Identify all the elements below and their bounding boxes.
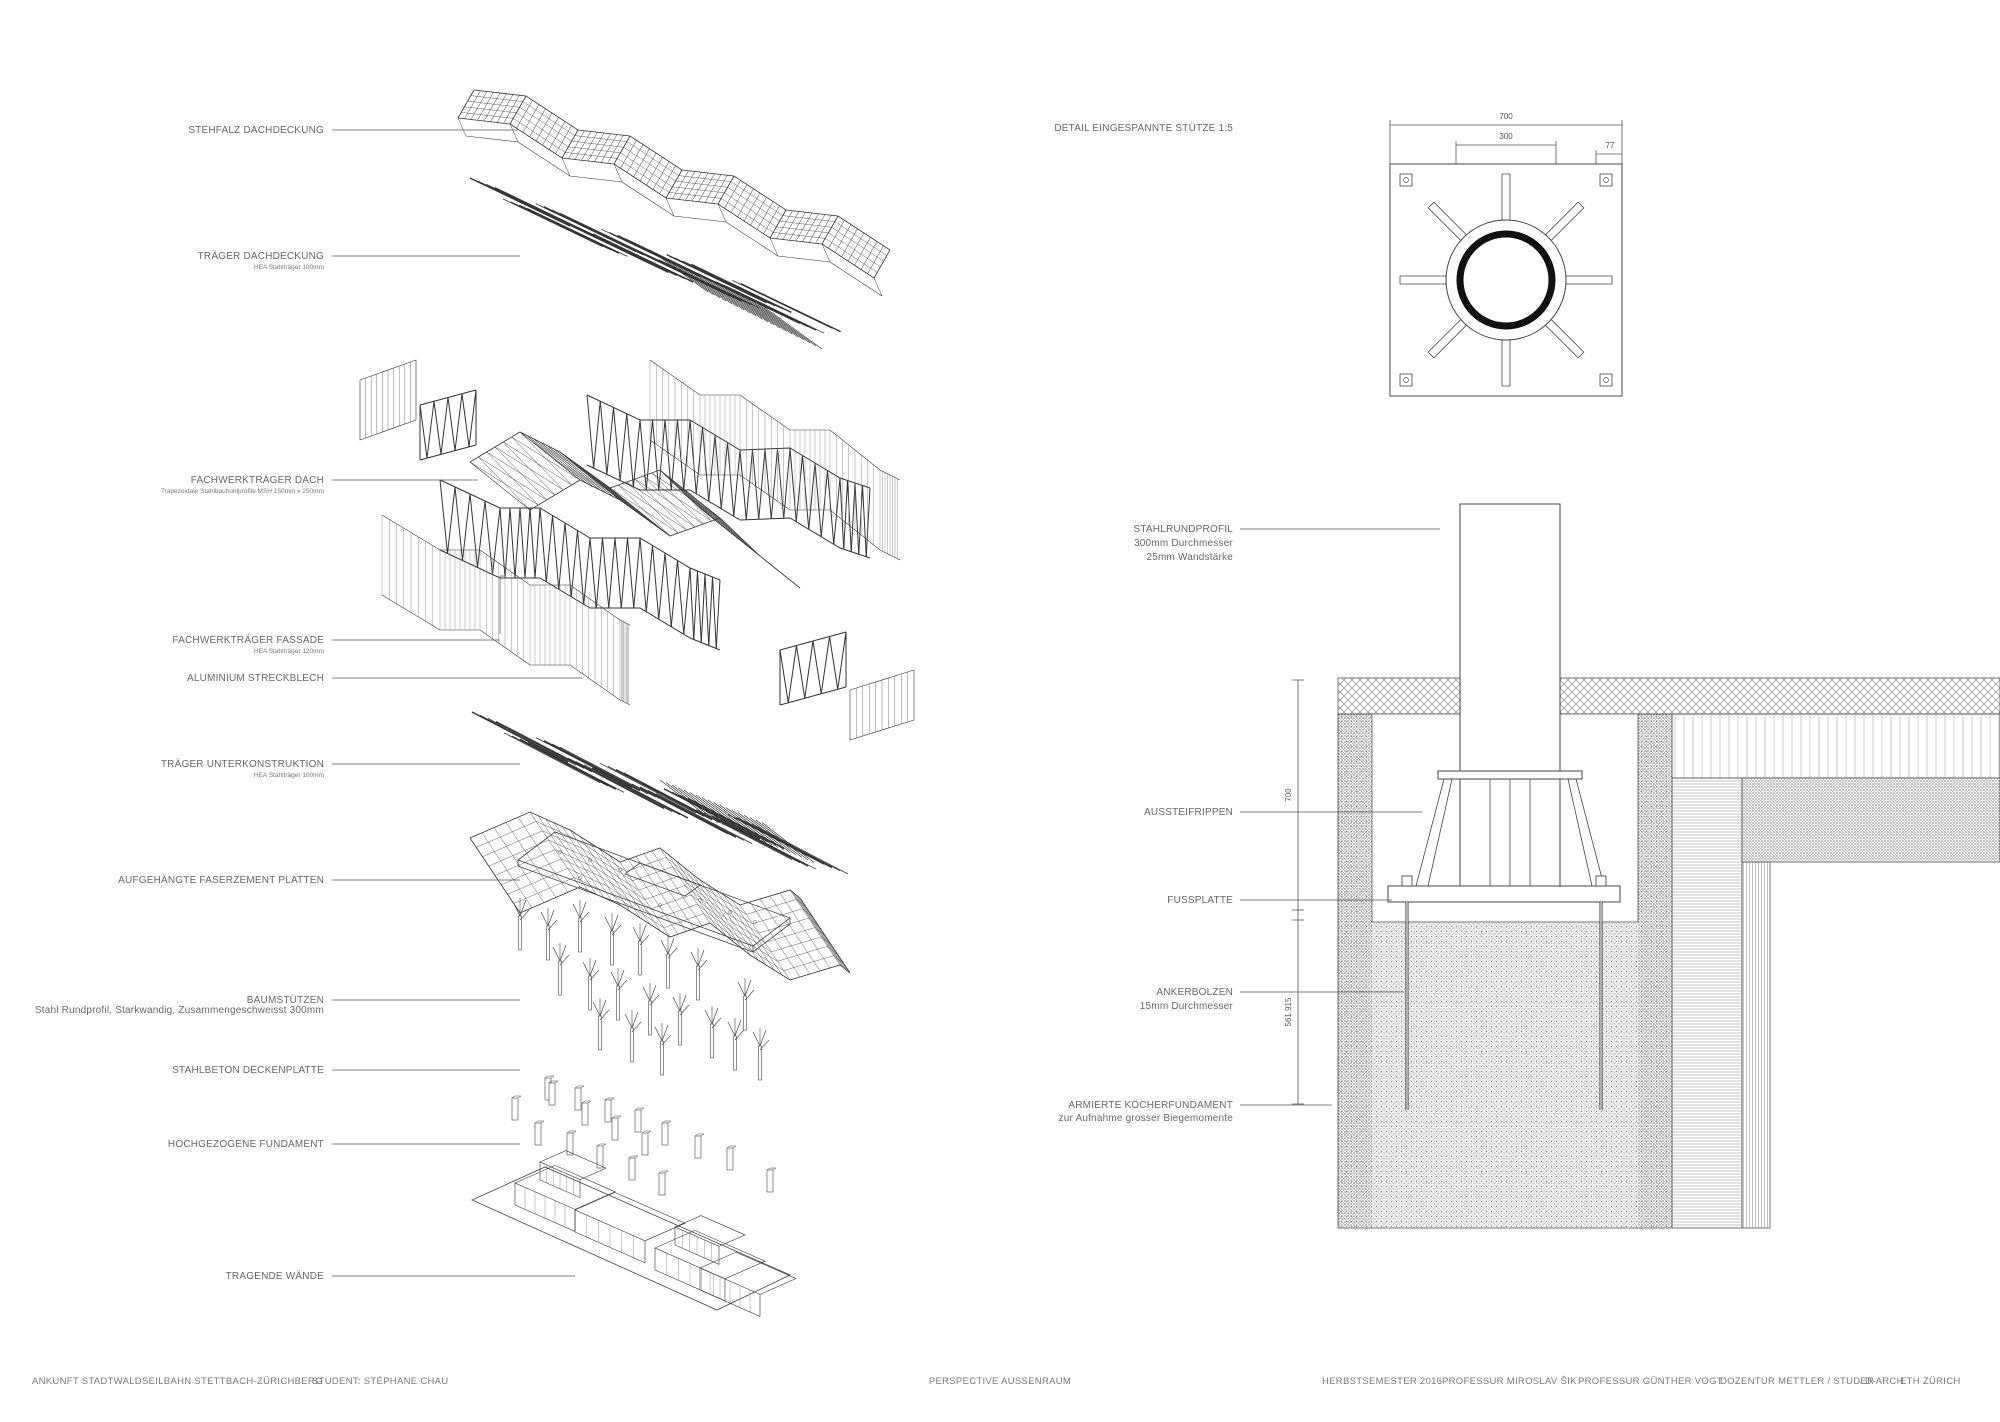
label-steel-tube-sub1: 300mm Durchmesser: [1134, 538, 1233, 549]
anchor-hole: [1603, 177, 1609, 183]
label-pocket-foundation-sub: zur Aufnahme grosser Biegemomente: [1059, 1113, 1234, 1124]
layer-standing-seam-roof: [457, 89, 891, 297]
anchor-hole: [1603, 377, 1609, 383]
label-fachwerk-dach-sub: Trapezoidale Stahlbauhohlprofile MSH 150…: [161, 488, 324, 495]
layer-tree-columns: [512, 898, 770, 1081]
label-stehfalz: STEHFALZ DACHDECKUNG: [188, 125, 324, 136]
label-steel-tube-sub2: 25mm Wandstärke: [1146, 552, 1233, 563]
footer-prof-vogt: PROFESSUR GÜNTHER VOGT: [1578, 1376, 1723, 1387]
label-traeger-dach: TRÄGER DACHDECKUNG: [198, 250, 324, 262]
anchor-plate: [1599, 173, 1613, 187]
label-baumstuetzen-sub: Stahl Rundprofil, Starkwandig, Zusammeng…: [35, 1005, 324, 1016]
label-deckenplatte: STAHLBETON DECKENPLATTE: [172, 1065, 324, 1076]
footer-student: STUDENT: STÉPHANE CHAU: [312, 1376, 448, 1387]
label-baumstuetzen: BAUMSTÜTZEN: [247, 994, 324, 1006]
section-dim-upper: 700: [1284, 788, 1293, 802]
label-fundament: HOCHGEZOGENE FUNDAMENT: [168, 1139, 324, 1150]
section-labels: STAHLRUNDPROFIL 300mm Durchmesser 25mm W…: [1059, 524, 1440, 1124]
layer-raised-foundations: [511, 1075, 777, 1196]
plan-dim-edge: 77: [1606, 141, 1615, 150]
footer-semester: HERBSTSEMESTER 2016: [1322, 1376, 1442, 1387]
label-faserzement: AUFGEHÄNGTE FASERZEMENT PLATTEN: [118, 874, 324, 886]
label-anchor-bolts-sub: 15mm Durchmesser: [1140, 1001, 1234, 1012]
anchor-hole: [1403, 377, 1409, 383]
axonometric-labels: STEHFALZ DACHDECKUNG TRÄGER DACHDECKUNG HE…: [35, 125, 582, 1282]
label-waende: TRAGENDE WÄNDE: [226, 1270, 324, 1282]
label-pocket-foundation: ARMIERTE KÖCHERFUNDAMENT: [1068, 1099, 1233, 1111]
footer-prof-sik: PROFESSUR MIROSLAV ŠIK: [1442, 1376, 1577, 1387]
layer-substructure-beams: [471, 711, 849, 875]
label-fachwerk-dach: FACHWERKTRÄGER DACH: [191, 474, 324, 486]
plan-dim-overall: 700: [1499, 112, 1513, 121]
label-fachwerk-fassade: FACHWERKTRÄGER FASSADE: [172, 634, 324, 646]
footer-eth: ETH ZÜRICH: [1900, 1376, 1961, 1387]
label-traeger-unterkonstruktion-sub: HEA Stahlträger 100mm: [254, 772, 324, 779]
anchor-bolts: [1401, 875, 1607, 1110]
plan-detail-title: DETAIL EINGESPANNTE STÜTZE 1:5: [1054, 122, 1233, 134]
footer-cableway: SEILBAHN STETTBACH-ZÜRICHBERG: [142, 1376, 323, 1387]
stiffener-rib: [1501, 173, 1511, 221]
label-streckblech: ALUMINIUM STRECKBLECH: [187, 673, 324, 684]
layer-concrete-slab: [517, 831, 791, 953]
stiffener-rib: [1399, 275, 1447, 285]
section-dim-lower: 561.915: [1284, 997, 1293, 1026]
layer-fibre-cement-panels: [469, 811, 851, 981]
layer-trusses: [419, 389, 871, 706]
layer-aluminium-mesh: [359, 359, 915, 741]
footer: ANKUNFT STADTWALD SEILBAHN STETTBACH-ZÜR…: [32, 1376, 1961, 1387]
layer-roof-beams: [469, 177, 841, 350]
footer-project: ANKUNFT STADTWALD: [32, 1376, 142, 1387]
column-section-detail: 700 561.915 STAHLRUNDPROFIL 300mm Durchm…: [1059, 503, 2000, 1229]
label-anchor-bolts: ANKERBOLZEN: [1156, 987, 1233, 998]
footer-darch: D-ARCH: [1865, 1376, 1904, 1387]
label-traeger-unterkonstruktion: TRÄGER UNTERKONSTRUKTION: [161, 758, 324, 770]
label-traeger-dach-sub: HEA Stahlträger 100mm: [254, 264, 324, 271]
anchor-plate: [1399, 173, 1413, 187]
label-steel-tube: STAHLRUNDPROFIL: [1134, 524, 1234, 535]
plan-dim-inner: 300: [1499, 132, 1513, 141]
stiffener-rib: [1501, 339, 1511, 387]
footer-center-title: PERSPECTIVE AUSSENRAUM: [929, 1376, 1071, 1387]
exploded-axonometric: STEHFALZ DACHDECKUNG TRÄGER DACHDECKUNG HE…: [35, 89, 915, 1317]
layer-load-bearing-walls: [471, 1150, 797, 1317]
column-plan-detail: DETAIL EINGESPANNTE STÜTZE 1:5 700 300 7…: [1054, 112, 1623, 397]
label-stiffener-ribs: AUSSTEIFRIPPEN: [1144, 807, 1233, 818]
footer-dozentur: DOZENTUR METTLER / STUDER: [1720, 1376, 1874, 1387]
label-fachwerk-fassade-sub: HEA Stahlträger 120mm: [254, 648, 324, 655]
anchor-plate: [1399, 373, 1413, 387]
anchor-plate: [1599, 373, 1613, 387]
stiffener-rib: [1565, 275, 1613, 285]
label-base-plate: FUSSPLATTE: [1167, 895, 1233, 906]
anchor-hole: [1403, 177, 1409, 183]
